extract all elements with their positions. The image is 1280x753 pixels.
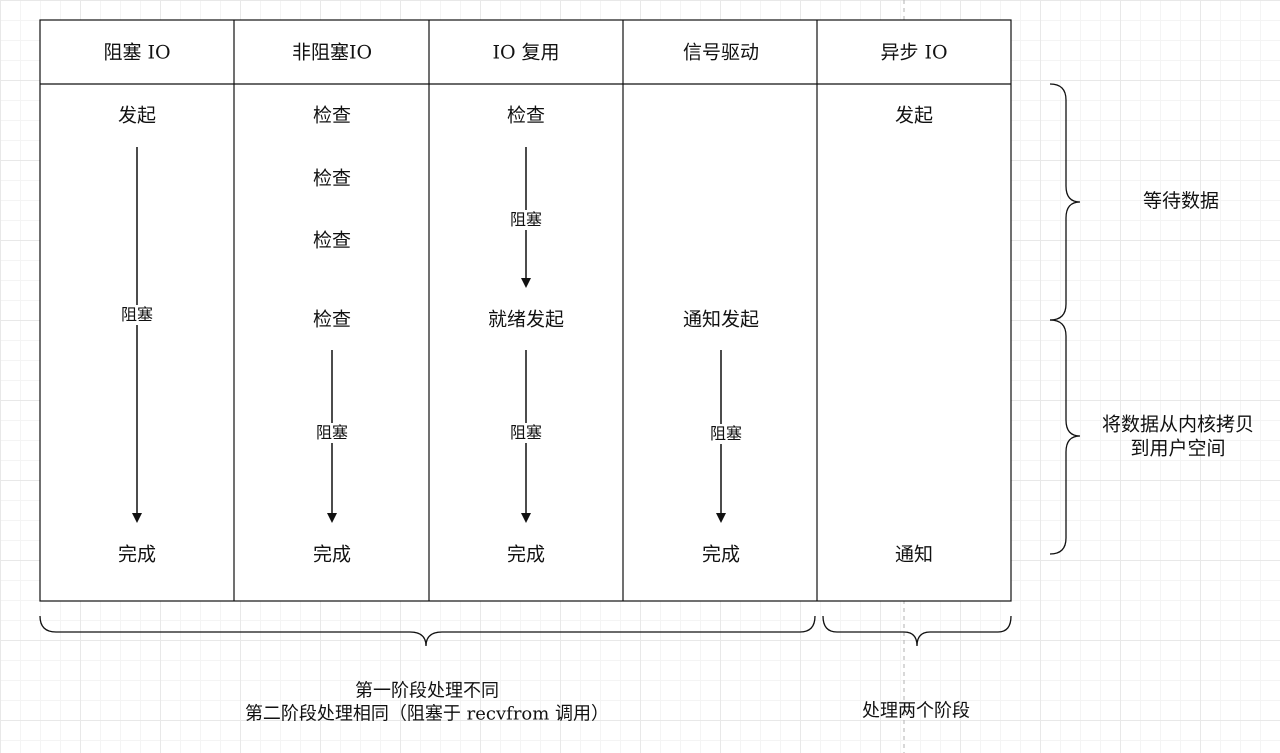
header-nonblocking-io: 非阻塞IO — [291, 41, 373, 64]
nonblocking-block-label: 阻塞 — [315, 423, 349, 443]
signal-done-label: 完成 — [701, 543, 741, 566]
async-start-label: 发起 — [894, 104, 934, 127]
nonblocking-check-label: 检查 — [312, 167, 352, 190]
header-blocking-io: 阻塞 IO — [103, 41, 171, 64]
multiplexing-done-label: 完成 — [506, 543, 546, 566]
first-group-caption-line: 第一阶段处理不同 — [355, 680, 499, 702]
nonblocking-done-label: 完成 — [312, 543, 352, 566]
first-group-caption-line: 第二阶段处理相同（阻塞于 recvfrom 调用） — [244, 704, 610, 725]
nonblocking-check-label: 检查 — [312, 308, 352, 331]
copy-phase-brace — [1049, 319, 1081, 555]
blocking-block-label: 阻塞 — [120, 305, 154, 325]
first-group-brace — [39, 615, 816, 647]
multiplexing-check-label: 检查 — [506, 104, 546, 127]
header-io-multiplexing: IO 复用 — [492, 41, 560, 64]
header-async-io: 异步 IO — [880, 41, 948, 64]
signal-notify-label: 通知发起 — [682, 308, 760, 331]
copy-phase-line: 到用户空间 — [1130, 437, 1226, 459]
async-notify-label: 通知 — [894, 543, 934, 566]
async-group-brace — [822, 615, 1012, 647]
first-group-caption: 第一阶段处理不同 第二阶段处理相同（阻塞于 recvfrom 调用） — [245, 680, 609, 727]
nonblocking-check-label: 检查 — [312, 229, 352, 252]
wait-phase-brace — [1049, 83, 1081, 321]
async-group-caption: 处理两个阶段 — [862, 700, 970, 722]
blocking-done-label: 完成 — [117, 543, 157, 566]
multiplexing-block-label: 阻塞 — [509, 423, 543, 443]
copy-phase-line: 将数据从内核拷贝 — [1101, 413, 1255, 436]
wait-phase-label: 等待数据 — [1142, 190, 1220, 213]
blocking-start-label: 发起 — [117, 104, 157, 127]
nonblocking-check-label: 检查 — [312, 104, 352, 127]
signal-block-label: 阻塞 — [709, 424, 743, 444]
copy-phase-label: 将数据从内核拷贝 到用户空间 — [1102, 413, 1254, 461]
multiplexing-ready-label: 就绪发起 — [487, 308, 565, 331]
header-signal-driven: 信号驱动 — [682, 41, 760, 64]
multiplexing-block-label: 阻塞 — [509, 210, 543, 230]
